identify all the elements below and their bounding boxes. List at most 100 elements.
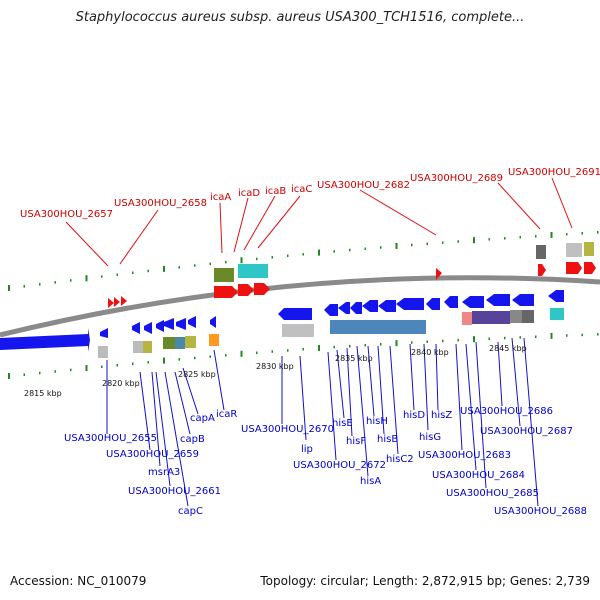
ruler-tick bbox=[209, 355, 211, 358]
gene-label: icaA bbox=[210, 192, 231, 203]
gene-label: hisA bbox=[360, 476, 381, 487]
protein-domains-upper bbox=[214, 242, 594, 282]
protein-domains-lower bbox=[98, 308, 564, 358]
ruler-tick bbox=[70, 368, 72, 372]
scale-label: 2820 kbp bbox=[102, 379, 140, 388]
gene-label: hisZ bbox=[431, 410, 452, 421]
ruler-tick bbox=[473, 336, 475, 343]
ruler-tick bbox=[287, 254, 289, 258]
ruler-tick bbox=[457, 338, 459, 342]
gene-arrow bbox=[350, 302, 362, 314]
gene-label: msrA3 bbox=[148, 467, 180, 478]
ruler-tick bbox=[271, 350, 273, 353]
scale-label: 2825 kbp bbox=[178, 370, 216, 379]
gene-arrow bbox=[210, 316, 216, 328]
gene-label: capA bbox=[190, 413, 215, 424]
domain-box bbox=[143, 341, 152, 353]
ruler-tick bbox=[132, 362, 134, 365]
ruler-tick bbox=[488, 238, 490, 241]
gene-arrow bbox=[100, 328, 108, 338]
domain-box bbox=[209, 334, 219, 346]
gene-label: USA300HOU_2684 bbox=[432, 470, 525, 481]
gene-arrow bbox=[338, 302, 350, 314]
gene-arrow bbox=[121, 296, 127, 306]
ruler-tick bbox=[597, 231, 599, 234]
gene-arrow bbox=[396, 298, 424, 310]
gene-arrow bbox=[566, 262, 582, 274]
ruler-tick bbox=[550, 232, 553, 239]
gene-label: USA300HOU_2670 bbox=[241, 424, 334, 435]
gene-arrow bbox=[512, 294, 534, 306]
ruler-tick bbox=[271, 256, 273, 259]
gene-label: USA300HOU_2672 bbox=[293, 460, 386, 471]
ruler-tick bbox=[535, 335, 537, 339]
ruler-tick bbox=[132, 271, 134, 275]
gene-label: USA300HOU_2686 bbox=[460, 406, 553, 417]
ruler-tick bbox=[395, 242, 398, 249]
ruler-tick bbox=[85, 275, 88, 282]
ruler-tick bbox=[256, 257, 258, 261]
gene-label: USA300HOU_2685 bbox=[446, 488, 539, 499]
ruler-tick bbox=[581, 232, 583, 235]
gene-arrow bbox=[144, 322, 152, 334]
gene-arrow bbox=[436, 268, 442, 280]
ruler-tick bbox=[318, 344, 320, 351]
gene-arrow bbox=[0, 328, 90, 352]
ruler-tick bbox=[225, 260, 227, 264]
ruler-tick bbox=[302, 253, 304, 256]
domain-box bbox=[175, 337, 185, 349]
page-title: Staphylococcus aureus subsp. aureus USA3… bbox=[75, 10, 525, 25]
ruler-tick bbox=[442, 241, 444, 244]
domain-box bbox=[522, 310, 534, 323]
ruler-tick bbox=[209, 262, 211, 266]
ruler-tick bbox=[581, 333, 583, 337]
gene-arrow bbox=[426, 298, 440, 310]
ruler-tick bbox=[39, 371, 41, 375]
domain-box bbox=[550, 308, 564, 320]
gene-label: USA300HOU_2689 bbox=[410, 173, 503, 184]
ruler-tick bbox=[194, 264, 196, 267]
scale-label: 2845 kbp bbox=[489, 344, 527, 353]
domain-box bbox=[282, 324, 314, 337]
ruler-tick bbox=[8, 373, 10, 379]
ruler-tick bbox=[411, 243, 413, 247]
ruler-tick bbox=[349, 344, 351, 348]
gene-arrow bbox=[324, 304, 338, 316]
gene-arrow bbox=[548, 290, 564, 302]
gene-arrow bbox=[132, 322, 140, 334]
ruler-tick bbox=[364, 343, 366, 347]
gene-arrow bbox=[584, 262, 596, 274]
ruler-tick bbox=[101, 275, 103, 278]
ruler-tick bbox=[147, 269, 149, 273]
ruler-tick bbox=[380, 246, 382, 249]
gene-label: USA300HOU_2655 bbox=[64, 433, 157, 444]
ruler-tick bbox=[39, 283, 41, 286]
gene-arrow bbox=[164, 318, 174, 330]
ruler-tick bbox=[395, 340, 398, 347]
ruler-tick bbox=[535, 235, 537, 238]
domain-box bbox=[584, 242, 594, 256]
ruler-tick bbox=[178, 358, 180, 361]
upper-tick-row bbox=[8, 231, 599, 291]
gene-arrow bbox=[462, 296, 484, 308]
gene-label: hisC2 bbox=[386, 454, 414, 465]
ruler-tick bbox=[240, 350, 243, 357]
ruler-tick bbox=[442, 339, 444, 343]
gene-arrow bbox=[114, 297, 120, 307]
gene-arrow bbox=[254, 283, 270, 295]
gene-arrow bbox=[176, 318, 186, 330]
ruler-tick bbox=[457, 240, 459, 243]
domain-box bbox=[185, 336, 196, 348]
gene-label: USA300HOU_2659 bbox=[106, 449, 199, 460]
ruler-tick bbox=[116, 273, 118, 276]
ruler-tick bbox=[101, 365, 103, 369]
ruler-tick bbox=[364, 247, 366, 250]
gene-label: icaR bbox=[216, 409, 237, 420]
ruler-tick bbox=[256, 351, 258, 355]
ruler-tick bbox=[597, 333, 599, 336]
gene-arrow bbox=[108, 298, 114, 308]
gene-label: hisF bbox=[346, 436, 366, 447]
bottom-gene-labels: USA300HOU_2655 USA300HOU_2659 msrA3 USA3… bbox=[64, 406, 587, 517]
gene-label: hisB bbox=[377, 434, 398, 445]
ruler-tick bbox=[54, 281, 56, 284]
